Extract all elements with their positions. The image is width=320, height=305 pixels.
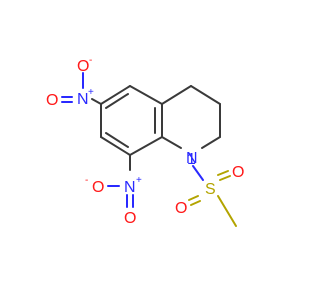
atom-n1-label: N [186,150,198,167]
bond-s-o1-b [217,170,229,176]
bond-c4-c3 [190,85,221,105]
atom-n1-number: 1 [187,151,196,168]
bond-c4a-c4 [161,85,192,105]
atom-nitro8-o-minus-charge: - [85,175,88,186]
bond-c2-n1 [201,136,221,149]
bond-c6-nitro6 [91,98,102,105]
bond-s-ch3 [217,195,237,227]
bond-c8-c8a [129,136,163,156]
bond-s-o2-b [190,200,201,206]
atom-nitro6-o-minus-label: O [77,58,89,75]
atom-nitro6-n-label: N [77,91,89,108]
bond-c7-c8 [100,136,131,156]
atom-nitro8-n-charge: + [136,175,142,186]
atom-nitro6-o-dbl-label: O [46,92,58,109]
bond-c4a-c5 [129,85,163,105]
atom-o-sulfonyl-1-label: O [232,164,244,181]
bond-n1-s [192,165,204,181]
bond-s-o1-a [219,175,231,181]
bond-c5-c6-inner [105,93,129,109]
bond-c5-c6 [100,85,131,105]
atom-nitro8-o-dbl-label: O [124,210,136,227]
atom-nitro8-n-label: N [124,179,136,196]
structure-svg: N 1 S O O N + O - O N + O - O [46,55,244,227]
bond-n1-c8a [161,136,182,149]
atom-nitro6-o-minus-charge: - [89,55,92,66]
bond-c7-c8-inner [105,132,129,148]
atom-o-sulfonyl-2-label: O [175,200,187,217]
atom-nitro6-n-charge: + [88,87,94,98]
bond-s-o2-a [188,195,199,201]
atom-s-label: S [205,181,216,198]
molecule-diagram: N 1 S O O N + O - O N + O - O [46,55,244,227]
atom-nitro8-o-minus-label: O [92,179,104,196]
